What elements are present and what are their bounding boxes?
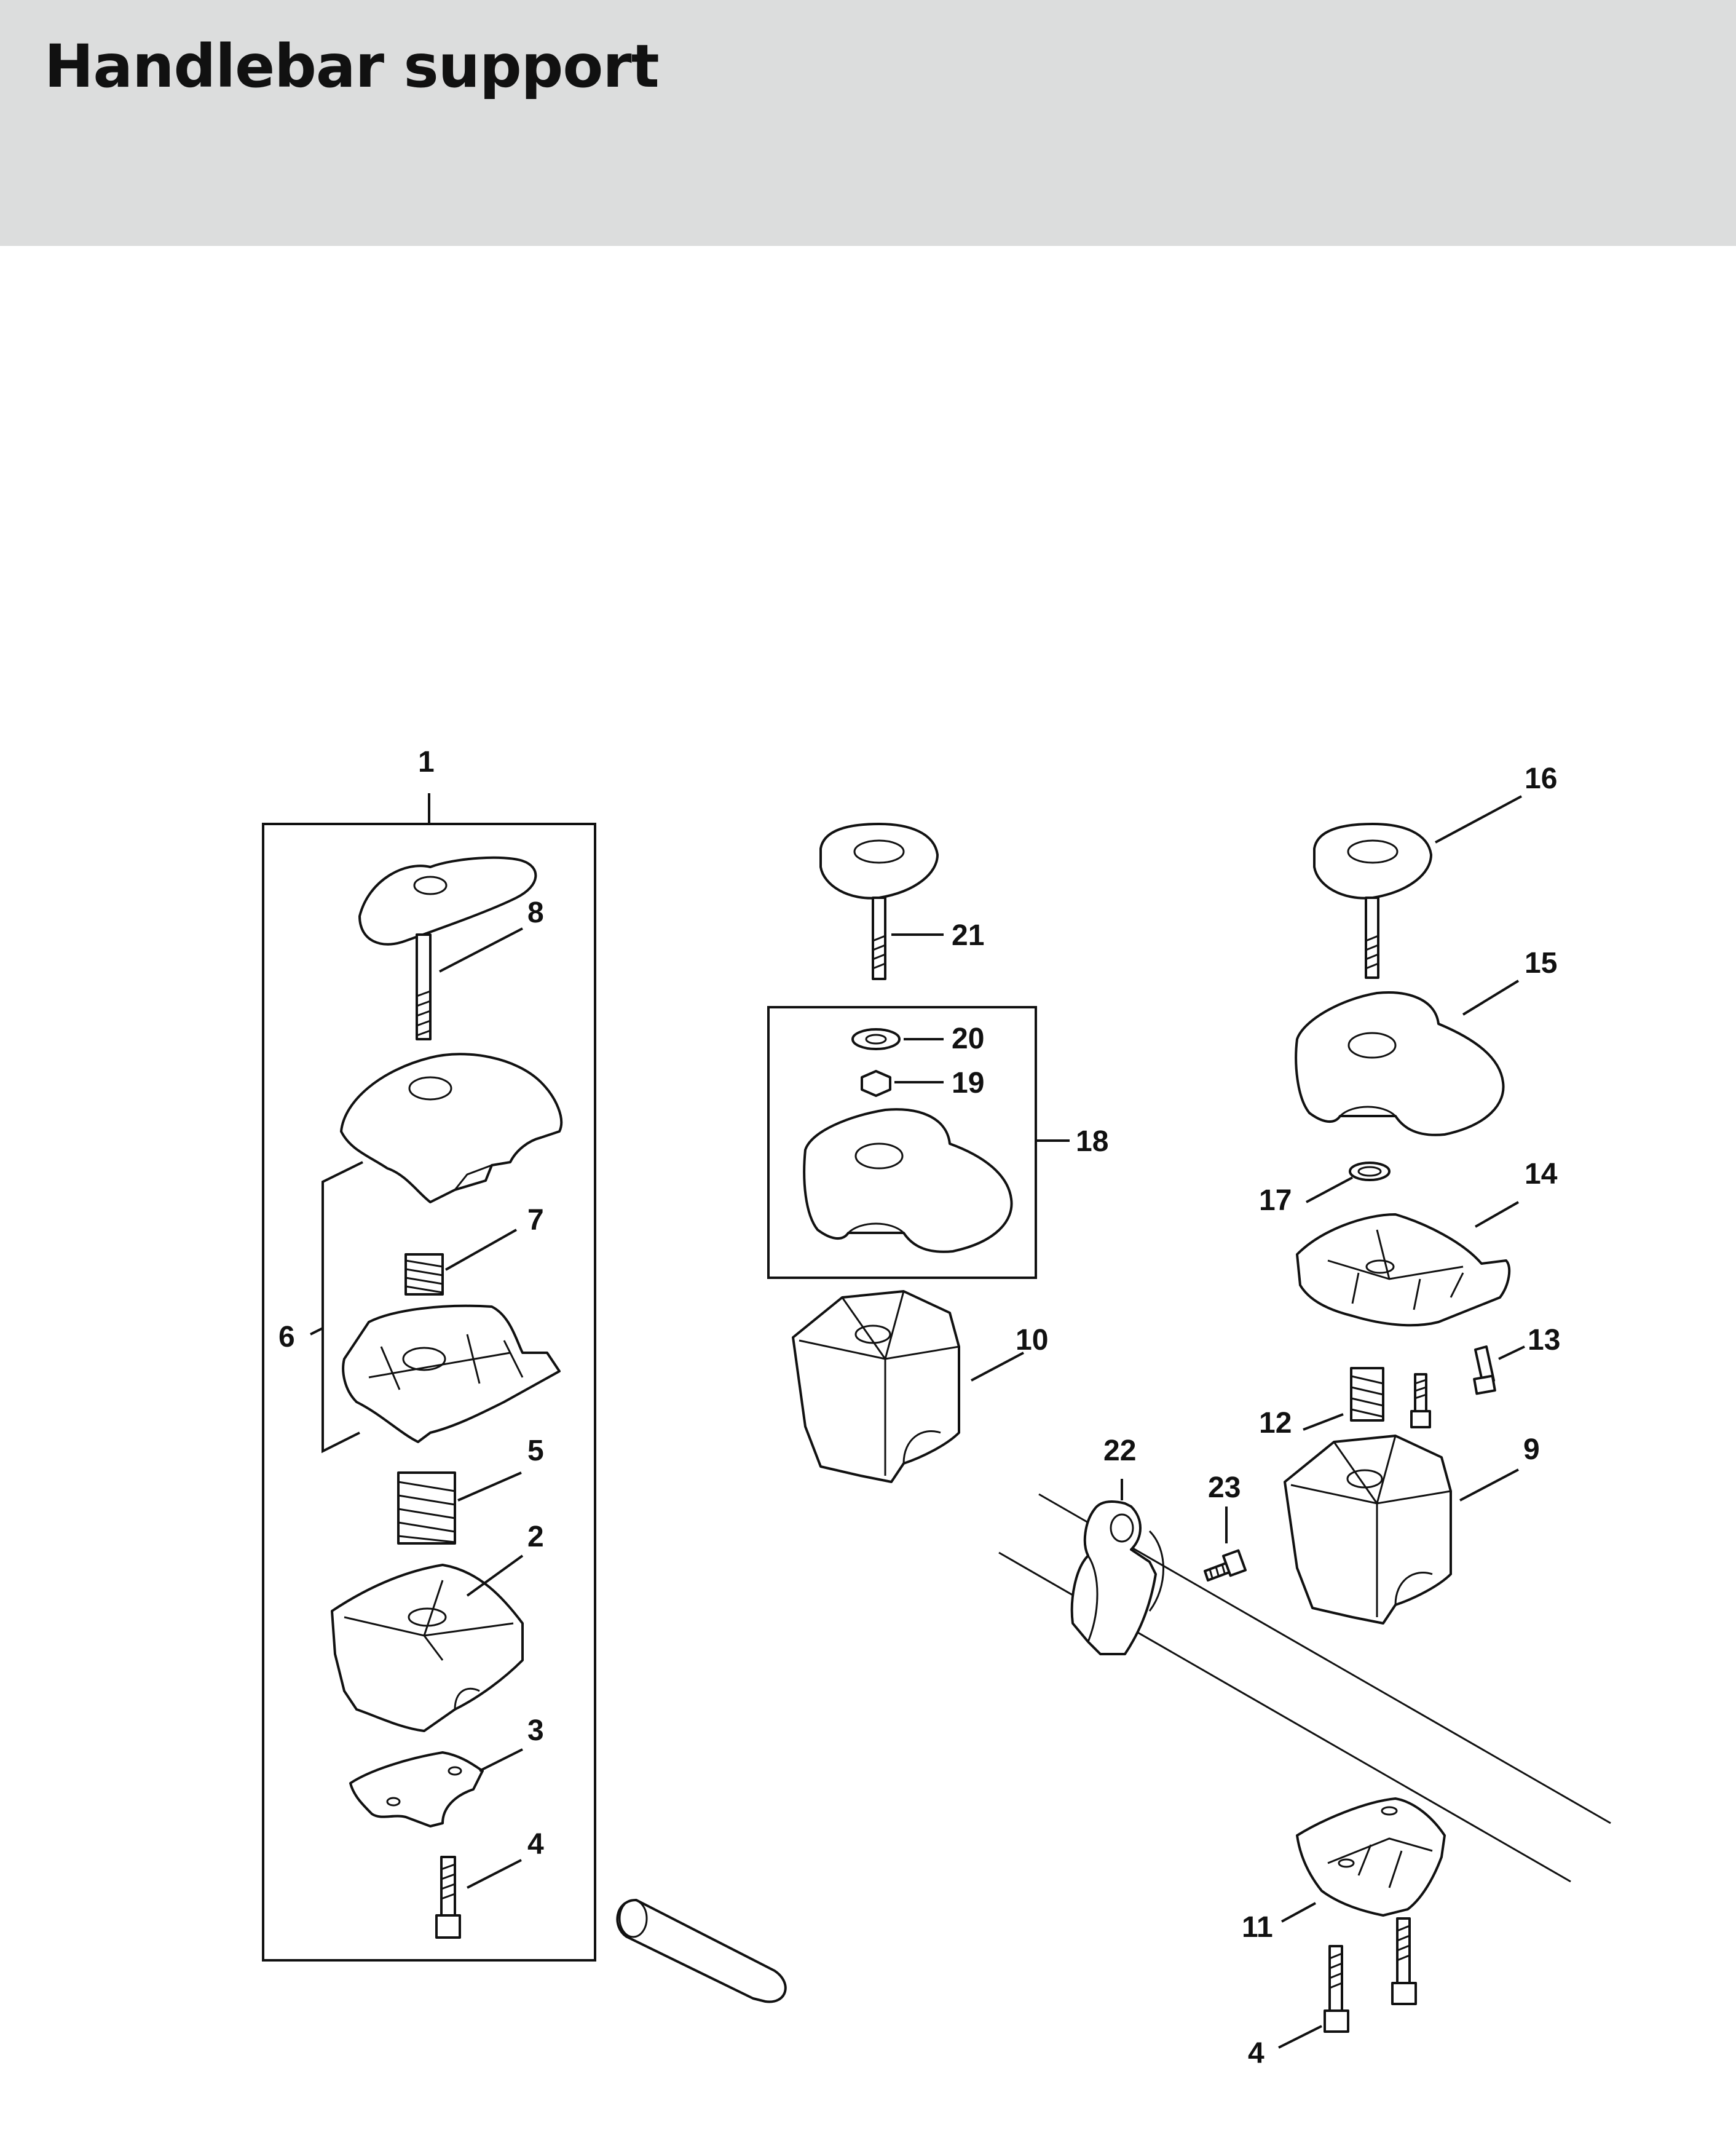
part-20-star-washer — [851, 1028, 901, 1050]
part-16-knob — [1313, 823, 1432, 979]
callout-12: 12 — [1259, 1407, 1292, 1439]
callout-5: 5 — [527, 1435, 544, 1467]
callout-7: 7 — [527, 1204, 544, 1237]
part-11-half-clamp — [1296, 1797, 1446, 1917]
part-12-spring — [1350, 1367, 1384, 1422]
part-4-screw-right-b — [1391, 1917, 1417, 2005]
assembly-18-box — [767, 1006, 1037, 1279]
part-8-wing-knob — [358, 856, 537, 1040]
callout-22: 22 — [1103, 1435, 1136, 1467]
callout-19: 19 — [952, 1067, 984, 1099]
callout-2: 2 — [527, 1521, 544, 1553]
part-2-housing — [331, 1564, 524, 1732]
callout-8: 8 — [527, 897, 544, 929]
callout-23: 23 — [1208, 1471, 1241, 1504]
callout-3: 3 — [527, 1714, 544, 1747]
part-15-cap — [1295, 991, 1505, 1136]
callout-4-left: 4 — [527, 1828, 544, 1861]
part-18-cap — [803, 1108, 1013, 1253]
callout-13: 13 — [1528, 1324, 1560, 1356]
part-6-clamp-base — [342, 1304, 561, 1443]
callout-9: 9 — [1523, 1433, 1540, 1466]
part-13-screw-a — [1410, 1373, 1431, 1428]
part-3-half-clamp — [349, 1751, 484, 1827]
part-19-nut — [861, 1070, 891, 1097]
page-title: Handlebar support — [44, 32, 660, 101]
part-4-screw-left — [435, 1856, 461, 1939]
part-23-bolt — [1204, 1549, 1247, 1582]
callout-10: 10 — [1016, 1324, 1048, 1356]
callout-21: 21 — [952, 919, 984, 952]
callout-16: 16 — [1525, 762, 1557, 795]
callout-6: 6 — [278, 1321, 295, 1353]
callout-11: 11 — [1242, 1911, 1273, 1944]
part-7-spring-small — [404, 1253, 444, 1296]
title-banner: Handlebar support — [0, 0, 1736, 246]
callout-20: 20 — [952, 1023, 984, 1055]
part-17-o-ring — [1349, 1162, 1391, 1181]
part-21-knob — [819, 823, 939, 980]
part-14-clamp — [1296, 1213, 1511, 1327]
callout-17: 17 — [1259, 1184, 1292, 1217]
callout-4-right: 4 — [1248, 2037, 1265, 2070]
callout-14: 14 — [1525, 1158, 1558, 1190]
part-tube-sleeve — [616, 1899, 787, 2003]
part-22-collar — [1070, 1500, 1157, 1655]
part-4-screw-right-a — [1324, 1945, 1349, 2033]
part-13-screw-b — [1473, 1345, 1496, 1395]
part-5-spring-large — [397, 1471, 456, 1545]
part-6-top-cover — [340, 1053, 563, 1203]
part-9-block — [1284, 1435, 1452, 1625]
callout-1: 1 — [418, 746, 435, 778]
callout-15: 15 — [1525, 947, 1557, 980]
callout-18: 18 — [1076, 1125, 1108, 1158]
part-10-block — [792, 1290, 960, 1483]
